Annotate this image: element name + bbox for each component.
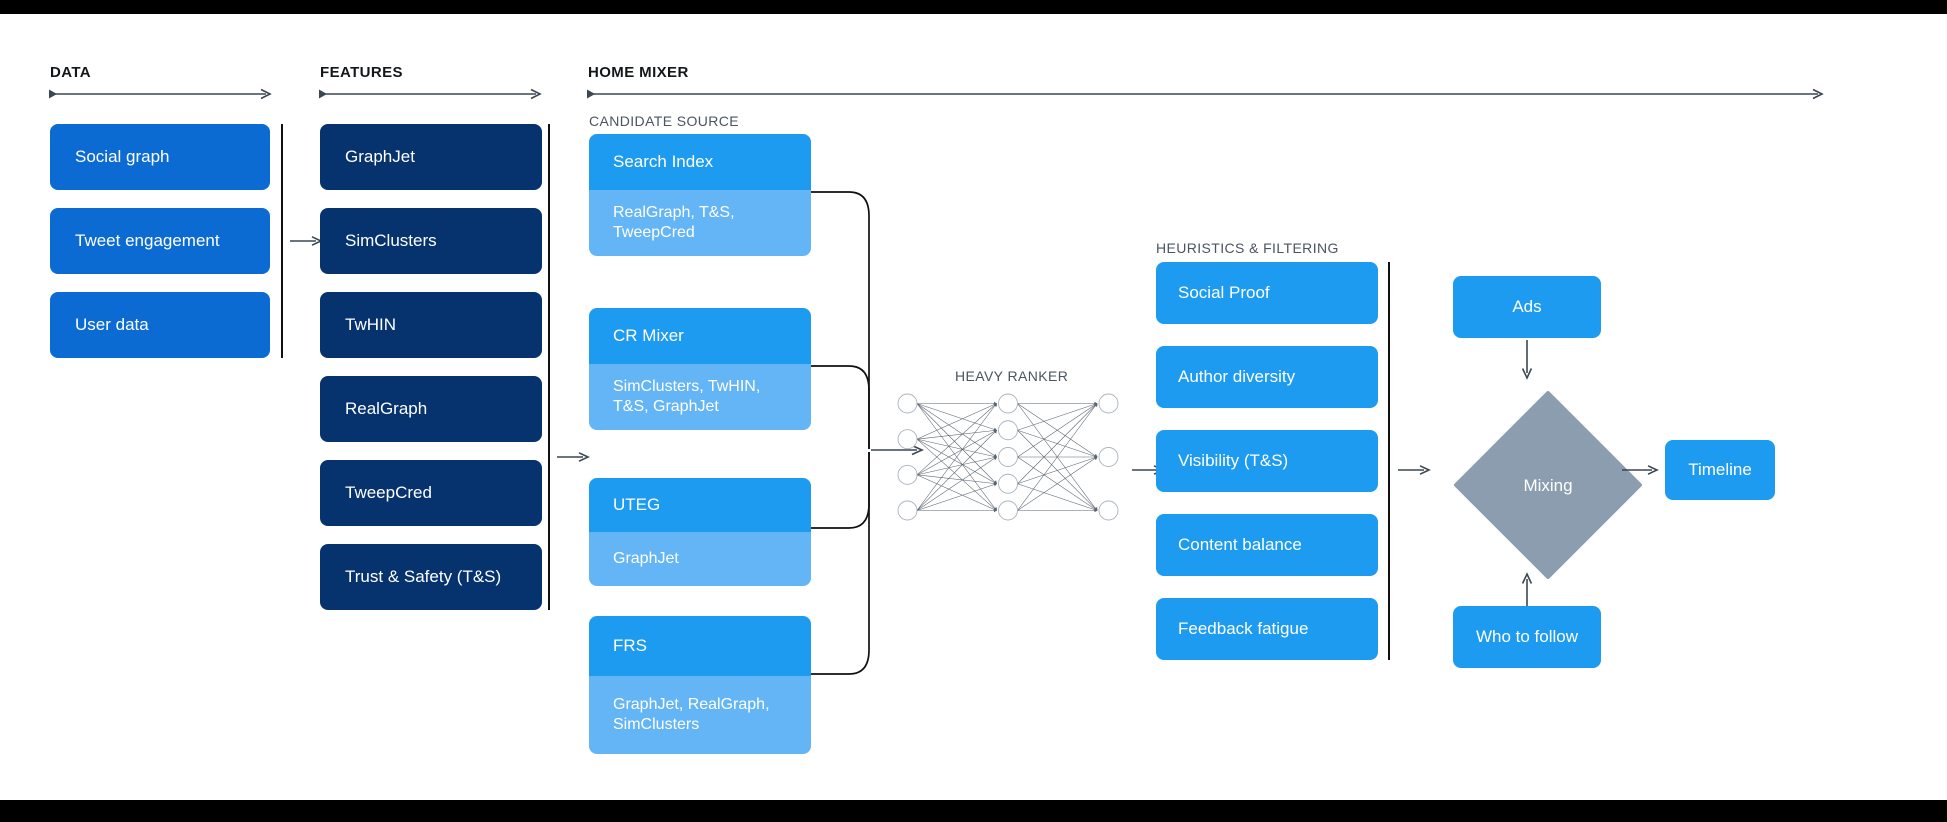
heuristic-box-visibility[interactable]: Visibility (T&S) [1156,430,1378,492]
subsection-title-candidate-source: CANDIDATE SOURCE [589,113,740,129]
heavy-ranker-neural-network [896,392,1120,522]
section-arrow-features [318,88,544,100]
output-box-timeline[interactable]: Timeline [1665,440,1775,500]
candidate-source-card-cr-mixer[interactable]: CR Mixer SimClusters, TwHIN, T&S, GraphJ… [589,308,811,430]
data-box-user-data[interactable]: User data [50,292,270,358]
candidate-source-name: UTEG [589,478,811,532]
feature-box-twhin[interactable]: TwHIN [320,292,542,358]
arrow-heuristics-to-mixing [1398,464,1432,476]
feature-box-graphjet[interactable]: GraphJet [320,124,542,190]
arrow-ads-to-mixing [1520,340,1534,380]
subsection-title-heuristics: HEURISTICS & FILTERING [1156,240,1339,256]
candidate-source-name: CR Mixer [589,308,811,364]
heuristic-box-social-proof[interactable]: Social Proof [1156,262,1378,324]
mixing-label: Mixing [1523,476,1573,495]
section-title-features: FEATURES [320,64,403,81]
arrow-mixing-to-timeline [1622,464,1662,476]
data-box-social-graph[interactable]: Social graph [50,124,270,190]
section-title-data: DATA [50,64,92,81]
candidate-source-features: GraphJet, RealGraph, SimClusters [589,676,811,754]
candidate-source-card-uteg[interactable]: UTEG GraphJet [589,478,811,586]
arrow-features-to-candidate-source [557,451,591,463]
output-box-who-to-follow[interactable]: Who to follow [1453,606,1601,668]
candidate-source-name: Search Index [589,134,811,190]
output-box-ads[interactable]: Ads [1453,276,1601,338]
section-arrow-home-mixer [586,88,1826,100]
diagram-canvas: DATA FEATURES HOME MIXER CANDIDATE SOURC… [0,14,1947,800]
candidate-source-features: SimClusters, TwHIN, T&S, GraphJet [589,364,811,430]
arrow-data-to-features [290,235,324,247]
data-box-tweet-engagement[interactable]: Tweet engagement [50,208,270,274]
feature-box-tweepcred[interactable]: TweepCred [320,460,542,526]
candidate-source-card-frs[interactable]: FRS GraphJet, RealGraph, SimClusters [589,616,811,754]
feature-box-simclusters[interactable]: SimClusters [320,208,542,274]
subsection-title-heavy-ranker: HEAVY RANKER [955,368,1069,384]
heuristic-box-feedback-fatigue[interactable]: Feedback fatigue [1156,598,1378,660]
section-title-home-mixer: HOME MIXER [588,64,689,81]
candidate-source-card-search-index[interactable]: Search Index RealGraph, T&S, TweepCred [589,134,811,256]
divider-data-features [281,124,283,358]
candidate-source-name: FRS [589,616,811,676]
heuristic-box-content-balance[interactable]: Content balance [1156,514,1378,576]
section-arrow-data [48,88,274,100]
candidate-source-features: GraphJet [589,532,811,586]
divider-heuristics-mixing [1388,262,1390,660]
feature-box-realgraph[interactable]: RealGraph [320,376,542,442]
connector-candidate-sources-to-heavy-ranker [811,184,951,714]
candidate-source-features: RealGraph, T&S, TweepCred [589,190,811,256]
feature-box-trust-safety[interactable]: Trust & Safety (T&S) [320,544,542,610]
heuristic-box-author-diversity[interactable]: Author diversity [1156,346,1378,408]
divider-features-home-mixer [548,124,550,610]
